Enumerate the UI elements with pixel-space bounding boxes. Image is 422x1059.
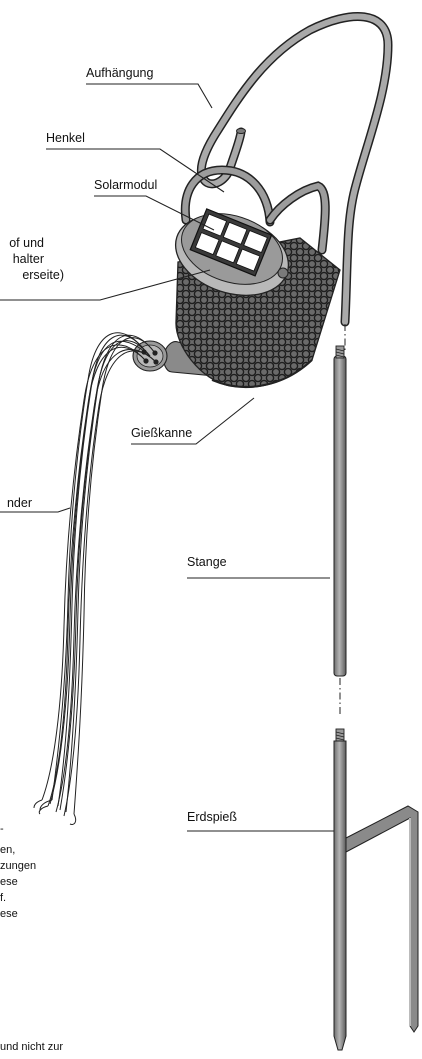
label-aufhaengung: Aufhängung [86, 66, 153, 81]
hint-line2: en, [0, 843, 15, 857]
label-ender: nder [0, 496, 32, 511]
label-solarmodul: Solarmodul [94, 178, 157, 193]
label-spot-line2: halter [0, 252, 44, 267]
label-spot-line3: erseite) [0, 268, 64, 283]
hint-line7: und nicht zur [0, 1040, 63, 1054]
leader-lines [0, 84, 334, 831]
label-giesskanne: Gießkanne [131, 426, 192, 441]
hint-line1: - [0, 822, 4, 836]
light-strands [34, 333, 156, 825]
hint-line4: ese [0, 875, 18, 889]
hint-line6: ese [0, 907, 18, 921]
label-erdspiess: Erdspieß [187, 810, 237, 825]
label-stange: Stange [187, 555, 227, 570]
rod-upper [334, 346, 346, 676]
hint-line5: f. [0, 891, 6, 905]
ground-stake [334, 729, 418, 1050]
leader-aufhaengung [86, 84, 212, 108]
label-henkel: Henkel [46, 131, 85, 146]
hint-line3: zungen [0, 859, 36, 873]
label-spot-line1: of und [0, 236, 44, 251]
